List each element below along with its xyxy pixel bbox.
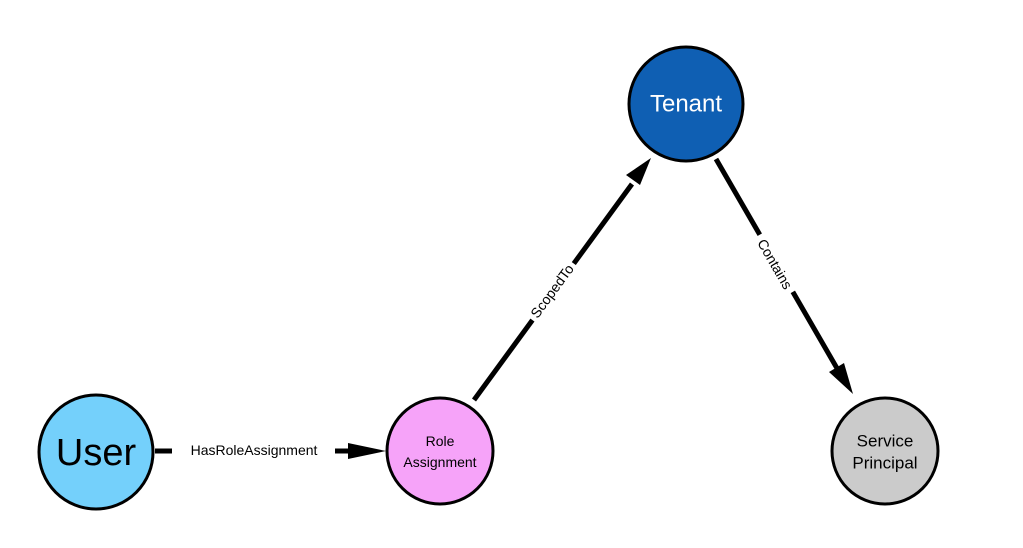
node-service-principal-label-line1: Service — [857, 432, 914, 451]
node-role-assignment-label-line2: Assignment — [403, 454, 476, 470]
node-role-assignment-label-line1: Role — [426, 433, 455, 449]
node-service-principal-label-line2: Principal — [852, 454, 917, 473]
edge-has-role-assignment: HasRoleAssignment — [155, 442, 386, 459]
edge-scoped-to: ScopedTo — [471, 158, 651, 402]
node-user[interactable]: User — [37, 393, 155, 511]
arrowhead-contains — [829, 363, 853, 394]
arrowhead-has-role-assignment — [348, 443, 386, 459]
node-user-circle — [37, 393, 155, 511]
node-role-assignment[interactable]: Role Assignment — [385, 396, 495, 506]
edge-label-bg-contains — [749, 230, 801, 298]
node-tenant-circle — [627, 45, 745, 163]
edge-label-bg-scoped-to — [523, 256, 581, 326]
arrowhead-scoped-to — [626, 158, 651, 185]
edge-label-scoped-to: ScopedTo — [527, 261, 577, 321]
node-tenant[interactable]: Tenant — [627, 45, 745, 163]
node-service-principal[interactable]: Service Principal — [830, 396, 940, 506]
node-user-label: User — [56, 432, 137, 474]
edge-contains: Contains — [713, 157, 853, 394]
edge-label-has-role-assignment: HasRoleAssignment — [191, 442, 318, 458]
node-tenant-label: Tenant — [650, 91, 722, 118]
node-service-principal-circle — [830, 396, 940, 506]
node-role-assignment-circle — [385, 396, 495, 506]
